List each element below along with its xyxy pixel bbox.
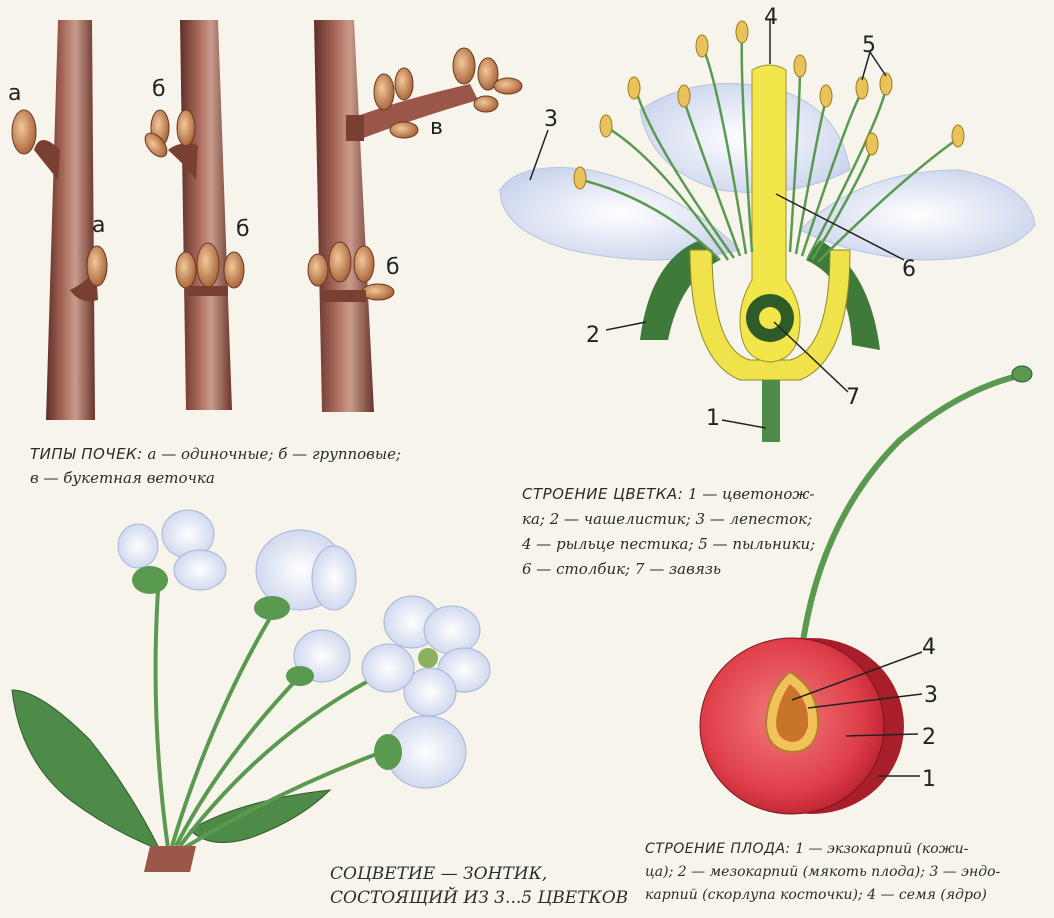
- bud-icon: [11, 109, 37, 155]
- flower-num-3: 3: [544, 107, 558, 132]
- anthers: [573, 20, 965, 190]
- flower-num-4: 4: [764, 5, 778, 30]
- fruit-num-4: 4: [922, 635, 936, 660]
- inflorescence-umbel: [11, 509, 491, 872]
- bud-icon: [394, 67, 414, 101]
- inflorescence-caption: СОЦВЕТИЕ — ЗОНТИК, СОСТОЯЩИЙ ИЗ 3...5 ЦВ…: [330, 862, 630, 910]
- branch-single-buds: [11, 20, 108, 420]
- peduncle: [144, 846, 196, 872]
- branch-bouquet-twig: [307, 20, 523, 412]
- flower-pedicel: [762, 380, 780, 442]
- fruit-num-3: 3: [924, 683, 938, 708]
- fruit-leader-lines: [791, 651, 923, 777]
- bud-icon: [473, 95, 499, 113]
- seed: [776, 684, 809, 742]
- flower-caption-line2: ка; 2 — чашелистик; 3 — лепесток;: [522, 510, 813, 528]
- bud-icon: [196, 242, 220, 288]
- flower-caption-line1: 1 — цветонож-: [683, 485, 815, 503]
- fruit-num-2: 2: [922, 725, 936, 750]
- bud-label-b: б: [152, 77, 166, 102]
- blossom-2: [254, 529, 357, 620]
- flower-num-7: 7: [846, 385, 860, 410]
- blossom-3: [286, 629, 351, 686]
- flower-section: [499, 20, 1036, 442]
- cherry-fruit: [699, 365, 1033, 815]
- receptacle: [689, 249, 851, 381]
- bud-icon: [361, 283, 395, 301]
- bud-label-a: а: [8, 81, 21, 106]
- blossom-1: [117, 509, 227, 594]
- leaf-left: [11, 689, 162, 851]
- bud-label-v: в: [430, 115, 443, 140]
- flower-num-2: 2: [586, 323, 600, 348]
- petal-left: [499, 167, 741, 261]
- flower-caption-head: СТРОЕНИЕ ЦВЕТКА:: [522, 485, 684, 503]
- inflorescence-caption-line2: СОСТОЯЩИЙ ИЗ 3...5 ЦВЕТКОВ: [330, 888, 629, 908]
- fruit-caption: СТРОЕНИЕ ПЛОДА: 1 — экзокарпий (кожи- ца…: [645, 838, 1045, 907]
- bud-icon: [223, 251, 245, 289]
- stalk-tip: [1011, 365, 1033, 383]
- bud-icon: [175, 251, 197, 289]
- bud-icon: [307, 253, 329, 287]
- fruit-caption-line1: 1 — экзокарпий (кожи-: [790, 841, 969, 857]
- bud-icon: [176, 109, 196, 147]
- flower-caption: СТРОЕНИЕ ЦВЕТКА: 1 — цветонож- ка; 2 — ч…: [522, 482, 842, 582]
- pedicels: [153, 589, 383, 850]
- buds-caption-head: ТИПЫ ПОЧЕК:: [30, 445, 143, 463]
- inflorescence-caption-line1: СОЦВЕТИЕ — ЗОНТИК,: [330, 864, 548, 884]
- bud-label-a: а: [92, 213, 105, 238]
- bud-icon: [373, 73, 395, 111]
- cherry-stalk: [799, 373, 1019, 649]
- leaf-right: [189, 789, 332, 843]
- pistil-style: [739, 64, 801, 363]
- fruit-num-1: 1: [922, 767, 936, 792]
- bud-icon: [353, 245, 375, 283]
- bud-icon: [86, 245, 108, 287]
- bud-icon: [144, 132, 168, 158]
- buds-caption: ТИПЫ ПОЧЕК: а — одиночные; б — групповые…: [30, 442, 470, 490]
- bud-icon: [493, 77, 523, 95]
- bud-label-b: б: [236, 217, 250, 242]
- bud-icon: [452, 47, 476, 85]
- blossom-4: [361, 595, 491, 717]
- bud-icon: [477, 57, 499, 91]
- blossom-5: [374, 715, 467, 789]
- flower-num-6: 6: [902, 257, 916, 282]
- fruit-caption-line3: карпий (скорлупа косточки); 4 — семя (яд…: [645, 887, 987, 903]
- flower-num-5: 5: [862, 33, 876, 58]
- bud-icon: [328, 241, 352, 283]
- buds-caption-line1: а — одиночные; б — групповые;: [142, 445, 402, 463]
- leader-lines: [529, 20, 905, 429]
- fruit-caption-line2: ца); 2 — мезокарпий (мякоть плода); 3 — …: [645, 864, 1001, 880]
- flower-caption-line4: 6 — столбик; 7 — завязь: [522, 560, 722, 578]
- flower-num-1: 1: [706, 406, 720, 431]
- flower-caption-line3: 4 — рыльце пестика; 5 — пыльники;: [522, 535, 816, 553]
- branch-group-buds: [144, 20, 245, 410]
- fruit-caption-head: СТРОЕНИЕ ПЛОДА:: [645, 841, 791, 857]
- buds-caption-line2: в — букетная веточка: [30, 469, 215, 487]
- bud-icon: [389, 121, 419, 139]
- bud-label-b: б: [386, 255, 400, 280]
